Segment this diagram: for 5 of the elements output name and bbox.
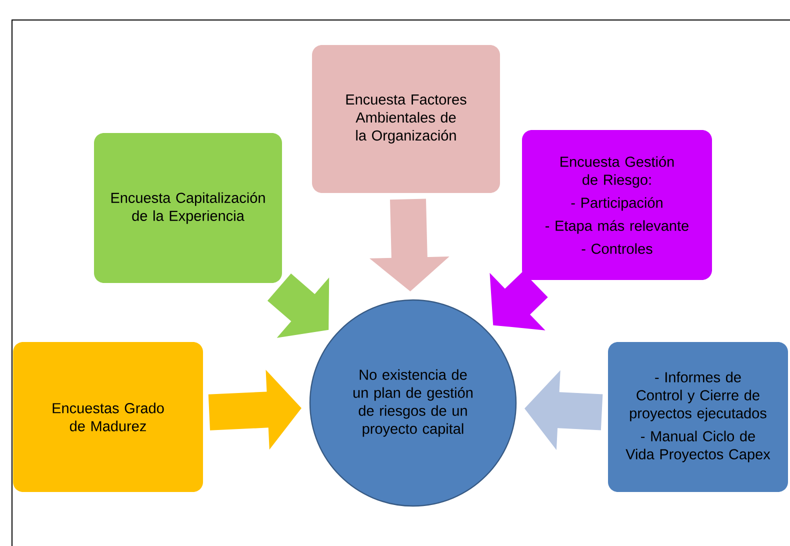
survey-box: - Informes de Control y Cierre de proyectos ejecutados - Manual Ciclo de Vida Proyectos Capex — [608, 342, 788, 492]
survey-box: Encuesta Factores Ambientales de la Organización — [312, 45, 500, 193]
survey-box: Encuesta Gestión de Riesgo: - Participación - Etapa más relevante - Controles — [522, 130, 712, 280]
survey-box: Encuesta Capitalización de la Experiencia — [94, 133, 282, 283]
survey-box: Encuestas Grado de Madurez — [13, 342, 203, 492]
